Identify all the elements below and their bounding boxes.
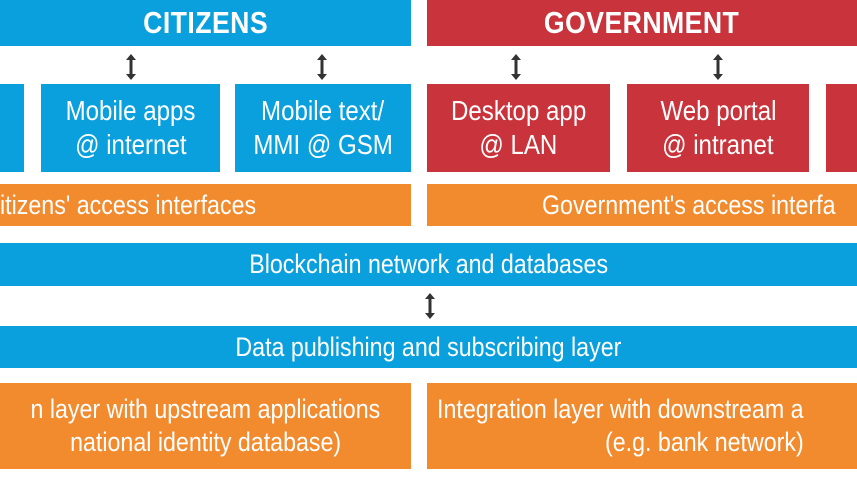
blockchain-network-band: Blockchain network and databases [0,243,857,286]
citizens-header: CITIZENS [0,0,411,46]
upstream-integration-layer: n layer with upstream applications natio… [0,383,411,469]
mobile-apps-tile: Mobile apps @ internet [41,84,220,172]
data-publishing-label: Data publishing and subscribing layer [235,331,622,362]
data-publishing-band: Data publishing and subscribing layer [0,326,857,368]
mobile-apps-line2: @ internet [74,129,187,160]
citizens-header-label: CITIZENS [143,5,268,40]
government-access-interfaces-label: Government's access interfa [542,189,836,220]
desktop-app-tile: Desktop app @ LAN [427,84,610,172]
government-tile-partial [826,84,857,172]
mobile-text-tile: Mobile text/ MMI @ GSM [235,84,411,172]
desktop-app-line2: @ LAN [479,129,558,160]
arrow-icon [712,52,724,82]
arrow-icon [316,52,328,82]
mobile-text-line2: MMI @ GSM [253,129,393,160]
upstream-integration-line2: national identity database) [69,427,342,457]
web-portal-line2: @ intranet [662,129,774,160]
desktop-app-line1: Desktop app [450,95,587,126]
mobile-text-line1: Mobile text/ [261,95,385,126]
web-portal-line1: Web portal [659,95,776,126]
downstream-integration-layer: Integration layer with downstream a (e.g… [427,383,857,469]
web-portal-tile: Web portal @ intranet [627,84,809,172]
government-header: GOVERNMENT [427,0,857,46]
government-header-label: GOVERNMENT [544,5,740,40]
blockchain-network-label: Blockchain network and databases [249,249,608,279]
upstream-integration-line1: n layer with upstream applications [30,394,381,424]
arrow-icon [125,52,137,82]
arrow-icon [510,52,522,82]
citizens-tile-partial [0,84,24,172]
downstream-integration-line2: (e.g. bank network) [605,427,804,457]
citizens-access-interfaces-label: itizens' access interfaces [0,189,257,220]
citizens-access-interfaces: itizens' access interfaces [0,184,411,226]
arrow-icon [424,291,436,321]
mobile-apps-line1: Mobile apps [65,95,196,126]
downstream-integration-line1: Integration layer with downstream a [437,394,804,424]
government-access-interfaces: Government's access interfa [427,184,857,226]
